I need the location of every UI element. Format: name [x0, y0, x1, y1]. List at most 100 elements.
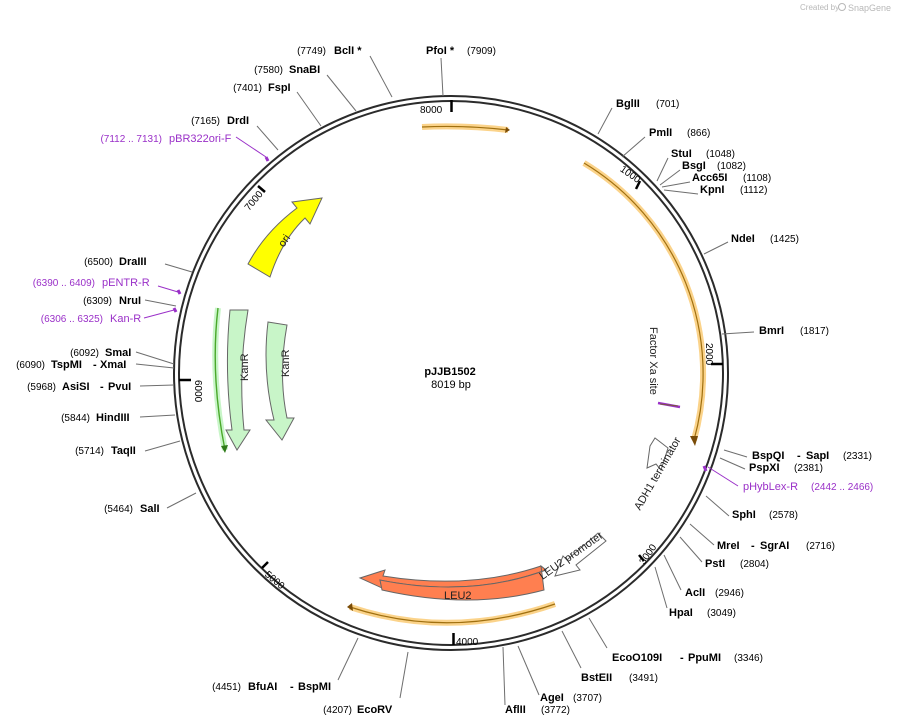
site-xmai-name: XmaI [100, 359, 126, 371]
leader-bcli [369, 55, 393, 98]
kanr-outer-feature [225, 309, 251, 451]
orf-right-line [583, 162, 704, 441]
kanr-inner-feature [264, 321, 295, 441]
site-bfuai-pos: (4451) [212, 682, 241, 693]
leu2-promoter-label: LEU2 promoter [537, 530, 605, 583]
factor-xa-site-inner [659, 403, 679, 407]
credit-prefix: Created by [800, 3, 839, 12]
leader-acc65i [661, 181, 691, 188]
leader-tspmi [135, 363, 175, 369]
factor-xa-label: Factor Xa site [647, 327, 659, 395]
site-agei-pos: (3707) [573, 693, 602, 704]
site-taqii-pos: (5714) [75, 446, 104, 457]
site-asisi-name: AsiSI [62, 381, 90, 393]
leader-bglii [597, 107, 613, 135]
leader-kpni [663, 189, 699, 195]
site-smai-name: SmaI [105, 347, 131, 359]
primer-pentr-pos: (6390 .. 6409) [33, 278, 95, 289]
leader-kanr-primer [143, 309, 175, 319]
site-drdi-pos: (7165) [191, 116, 220, 127]
primer-pbr322ori-marker [264, 156, 270, 162]
site-stui-name: StuI [671, 148, 692, 160]
site-acli-name: AclI [685, 587, 705, 599]
site-drdi-name: DrdI [227, 115, 249, 127]
site-bfuai-name: BfuAI [248, 681, 277, 693]
leader-hindiii [139, 414, 176, 418]
orf-bottom-line [349, 603, 556, 624]
tick-2000-label: 2000 [703, 343, 714, 366]
primer-pbr322ori-pos: (7112 .. 7131) [100, 134, 162, 145]
leader-pentr [157, 285, 179, 293]
site-snabi-pos: (7580) [254, 65, 283, 76]
tick-8000-label: 8000 [420, 105, 443, 116]
orf-right-highlight [582, 160, 707, 441]
site-sapi-name: SapI [806, 450, 829, 462]
credit-brand: SnapGene [848, 3, 891, 13]
site-sphi-pos: (2578) [769, 510, 798, 521]
tick-7000-mark [257, 185, 266, 193]
site-pspxi-pos: (2381) [794, 463, 823, 474]
site-hindiii-name: HindIII [96, 412, 130, 424]
site-hpai-name: HpaI [669, 607, 693, 619]
site-draiii-pos: (6500) [84, 257, 113, 268]
primer-phyblex-pos: (2442 .. 2466) [811, 482, 873, 493]
backbone-outer-ring [173, 95, 729, 651]
site-ppumi-name: PpuMI [688, 652, 721, 664]
leader-smai [135, 351, 175, 365]
primer-phyblex-marker [702, 465, 708, 472]
orf-right-arrowhead [690, 436, 698, 446]
site-nrui-pos: (6309) [83, 296, 112, 307]
site-psti-name: PstI [705, 558, 725, 570]
leader-pmli [621, 136, 646, 158]
site-fspi-pos: (7401) [233, 83, 262, 94]
ori-feature [247, 197, 323, 278]
site-sphi-name: SphI [732, 509, 756, 521]
leader-sphi [705, 495, 730, 517]
leader-pbr322ori [235, 136, 267, 158]
site-bsteii-pos: (3491) [629, 673, 658, 684]
site-pvui-dash: - [100, 381, 104, 393]
site-bsgi-name: BsgI [682, 160, 706, 172]
site-bmri-pos: (1817) [800, 326, 829, 337]
leader-mrei [689, 523, 715, 546]
site-bsgi-pos: (1082) [717, 161, 746, 172]
leader-acli [663, 554, 682, 591]
site-bcli-name: BclI * [334, 45, 362, 57]
leader-pspxi [719, 457, 746, 470]
site-pmli-name: PmlI [649, 127, 672, 139]
leader-ecorv [399, 651, 409, 699]
leader-snabi [326, 74, 357, 112]
site-aflii-pos: (3772) [541, 705, 570, 716]
site-ecoo109i-name: EcoO109I [612, 652, 662, 664]
leader-nrui [144, 299, 177, 307]
leu2-body [379, 564, 548, 601]
leader-asisi [139, 384, 175, 387]
orf-top-line [421, 125, 509, 131]
primer-kan-name: Kan-R [110, 313, 141, 325]
site-hpai-pos: (3049) [707, 608, 736, 619]
leader-psti [679, 536, 703, 563]
site-kpni-pos: (1112) [740, 185, 767, 196]
leader-bsgi [659, 169, 681, 186]
leader-bmri [721, 331, 755, 335]
tick-5000-mark [261, 561, 269, 569]
site-ecorv-name: EcoRV [357, 704, 393, 716]
leader-bfuai [337, 637, 359, 681]
snapgene-logo-icon [838, 3, 846, 11]
kanr-outer-label: KanR [239, 353, 251, 381]
site-tspmi-name: TspMI [51, 359, 82, 371]
leader-ndei [703, 241, 729, 255]
primer-pentr-name: pENTR-R [102, 277, 150, 289]
site-bmri-name: BmrI [759, 325, 784, 337]
site-asisi-pos: (5968) [27, 382, 56, 393]
site-ndei-pos: (1425) [770, 234, 799, 245]
site-sgrai-name: SgrAI [760, 540, 789, 552]
site-bsteii-name: BstEII [581, 672, 612, 684]
leader-ecoo109i [588, 617, 608, 649]
leader-phyblex [707, 466, 739, 487]
leader-fspi [296, 91, 322, 127]
site-sgrai-dash: - [751, 540, 755, 552]
site-sali-name: SalI [140, 503, 160, 515]
adh1-terminator-feature [646, 437, 669, 472]
leader-bspqi [723, 449, 748, 458]
